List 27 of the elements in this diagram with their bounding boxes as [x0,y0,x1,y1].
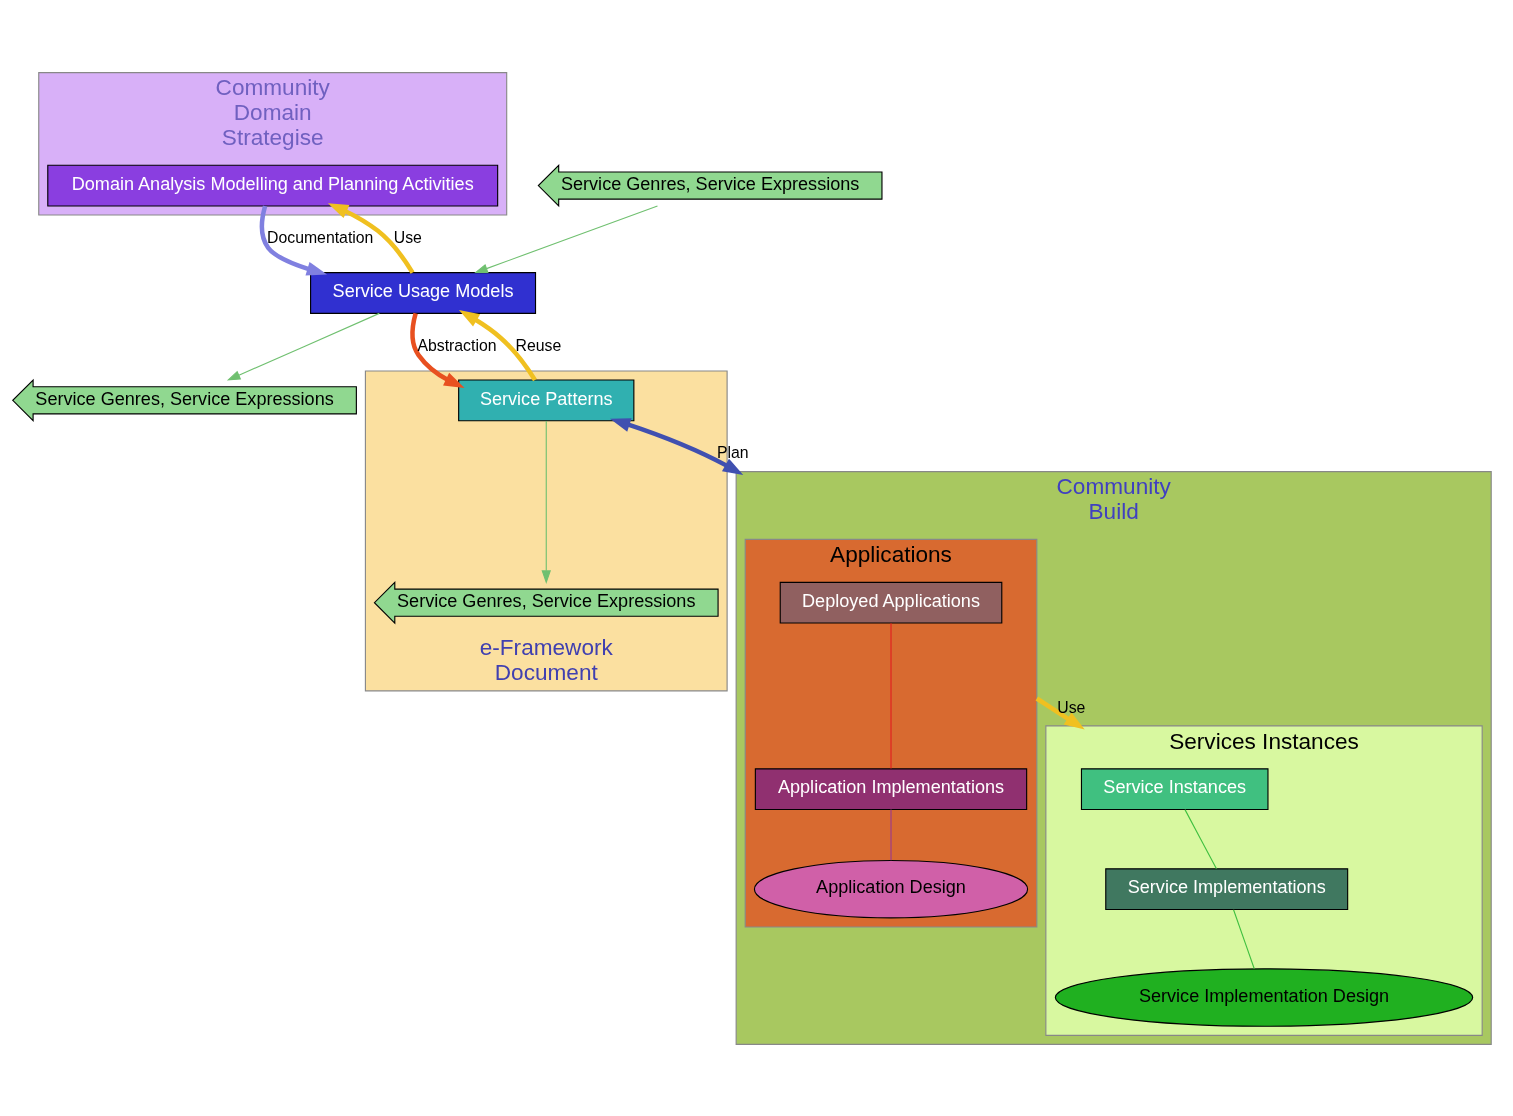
connector [890,622,892,769]
node-box: Service Implementations [1105,867,1349,910]
arrow [226,312,380,381]
node-box: Service Usage Models [310,271,537,314]
edge-label: Abstraction [417,336,497,354]
arrow [1035,696,1085,730]
arrow [327,202,415,274]
node-box: Domain Analysis Modelling and Planning Activities [47,164,499,206]
edge-label: Documentation [267,228,374,246]
edge-label: Reuse [515,336,562,354]
node-ellipse: Service Implementation Design [1054,967,1474,1027]
edge-label: Use [393,228,422,246]
connector [1184,808,1218,869]
node-ellipse: Application Design [753,859,1029,918]
arrow [474,204,659,273]
connector [1233,908,1255,969]
node-box: Application Implementations [754,767,1028,810]
node-box: Service Instances [1080,767,1269,810]
node-box: Deployed Applications [779,581,1003,624]
arrow [610,417,744,475]
arrow [541,419,551,584]
arrow [259,205,328,276]
edge-label: Use [1057,698,1086,716]
arrow [458,309,537,381]
node-box: Service Patterns [458,378,635,421]
connector [890,808,892,861]
arrow [410,312,465,388]
